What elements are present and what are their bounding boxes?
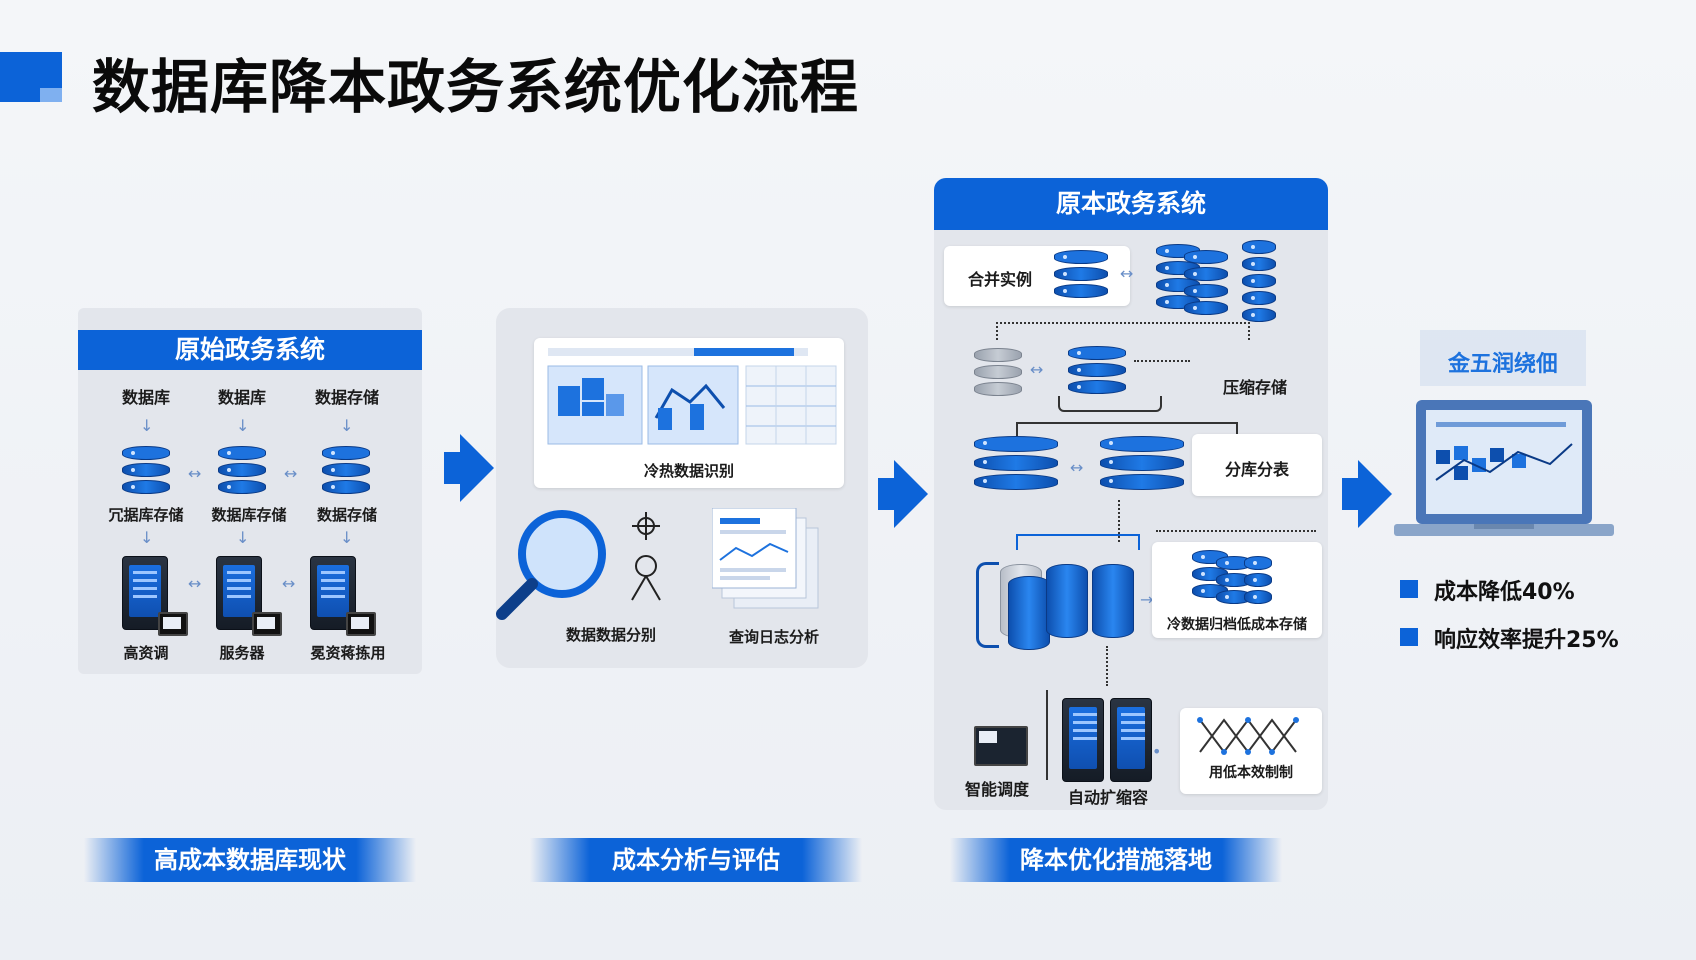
- label-merge-instance: 合并实例: [967, 270, 1032, 289]
- stage-label-current-state: 高成本数据库现状: [84, 838, 416, 882]
- bidirectional-arrow-icon: ↔: [1030, 360, 1044, 379]
- result-heading: 金五润绕佃: [1447, 352, 1558, 377]
- label-data-classification: 数据数据分别: [565, 626, 656, 644]
- connector-line: [1156, 530, 1316, 534]
- label-storage-3: 数据存储: [314, 388, 379, 407]
- bidirectional-arrow-icon: ↔: [1120, 264, 1134, 283]
- result-cost-reduction: 成本降低40%: [1434, 580, 1575, 605]
- down-arrow-icon: ↓: [236, 528, 250, 547]
- result-heading-box: [1420, 330, 1586, 386]
- database-icon: [122, 446, 170, 497]
- stage-label-optimization: 降本优化措施落地: [950, 838, 1282, 882]
- down-arrow-icon: ↓: [236, 416, 250, 435]
- panel-cost-analysis: 冷热数据识别 数据数据分别 查询日志分析: [496, 308, 868, 668]
- server-icon: [1110, 698, 1152, 782]
- bidirectional-arrow-icon: ↔: [188, 574, 202, 593]
- label-query-log-analysis: 查询日志分析: [728, 628, 819, 646]
- database-icon: [1216, 556, 1252, 607]
- panel-original-system: 原始政务系统 数据库 数据库 数据存储 ↓ ↓ ↓ ↔ ↔ 冗据库存储 数据库存…: [78, 308, 422, 674]
- connector-line: [1106, 646, 1110, 686]
- connector-line: [996, 322, 1250, 340]
- database-icon: [974, 436, 1058, 493]
- link-node-icon: •: [1152, 742, 1162, 761]
- dashboard-preview: [547, 348, 837, 445]
- down-arrow-icon: ↓: [340, 416, 354, 435]
- label-redundant-storage: 冗据库存储: [108, 506, 184, 524]
- server-icon: [122, 556, 168, 630]
- label-db-2: 数据库: [217, 388, 266, 407]
- label-server: 服务器: [219, 644, 265, 662]
- sharding-card: [1192, 434, 1322, 496]
- log-document-icon: [712, 508, 819, 609]
- bidirectional-arrow-icon: ↔: [188, 464, 202, 483]
- scheduler-monitor-icon: [974, 726, 1028, 766]
- connector-line: [1134, 350, 1190, 362]
- storage-cylinder-icon: [1008, 576, 1050, 650]
- down-arrow-icon: ↓: [140, 528, 154, 547]
- page-title: 数据库降本政务系统优化流程: [92, 53, 860, 121]
- label-sharding: 分库分表: [1224, 460, 1289, 479]
- right-arrow-icon: →: [1140, 590, 1154, 609]
- database-icon: [1244, 556, 1272, 607]
- connector-line: [1058, 396, 1162, 412]
- monitor-icon: [158, 612, 188, 636]
- result-bullet: [1400, 580, 1418, 598]
- database-icon: [1242, 240, 1276, 325]
- label-db-1: 数据库: [121, 388, 170, 407]
- laptop-dashboard-icon: [1394, 400, 1614, 536]
- magnifier-icon: [496, 510, 606, 620]
- label-smart-scheduling: 智能调度: [964, 780, 1029, 799]
- result-bullet: [1400, 628, 1418, 646]
- connector-line: [1046, 690, 1050, 780]
- panel-original-system-header: 原始政务系统: [78, 330, 422, 370]
- down-arrow-icon: ↓: [140, 416, 154, 435]
- label-data-storage: 数据存储: [316, 506, 377, 524]
- panel-optimization-measures: 原本政务系统 合并实例 ↔ ↔ 压缩存储 ↔ 分库分表 →: [934, 178, 1328, 810]
- connector-line: [976, 562, 999, 648]
- database-icon: [1054, 250, 1108, 301]
- database-gray-icon: [974, 348, 1022, 399]
- storage-cylinder-icon: [1092, 564, 1134, 638]
- server-icon: [1062, 698, 1104, 782]
- bidirectional-arrow-icon: ↔: [282, 574, 296, 593]
- title-accent-notch: [40, 88, 62, 102]
- label-hot-cold-data: 冷热数据识别: [643, 462, 734, 480]
- hot-cold-data-card: 冷热数据识别: [534, 338, 844, 488]
- down-arrow-icon: ↓: [340, 528, 354, 547]
- label-db-storage: 数据库存储: [211, 506, 287, 524]
- connector-line: [1118, 500, 1122, 542]
- storage-cylinder-icon: [1046, 564, 1088, 638]
- network-mesh-icon: [1197, 717, 1299, 755]
- label-auto-scaling: 自动扩缩容: [1067, 788, 1148, 807]
- label-resource-usage: 冕资蒋拣用: [310, 644, 386, 662]
- label-high-resource: 高资调: [123, 644, 169, 662]
- monitor-icon: [252, 612, 282, 636]
- bidirectional-arrow-icon: ↔: [1070, 458, 1084, 477]
- label-compressed-storage: 压缩存储: [1222, 378, 1287, 397]
- database-icon: [1100, 436, 1184, 493]
- connector-line: [1016, 534, 1140, 550]
- label-cold-archive: 冷数据归档低成本存储: [1167, 617, 1307, 633]
- stage-label-cost-analysis: 成本分析与评估: [530, 838, 862, 882]
- monitor-icon: [346, 612, 376, 636]
- connector-line: [1016, 422, 1238, 436]
- database-icon: [218, 446, 266, 497]
- database-icon: [1184, 250, 1228, 318]
- network-node-icon: [631, 512, 661, 601]
- panel-optimization-header: 原本政务系统: [934, 178, 1328, 230]
- result-efficiency-gain: 响应效率提升25%: [1434, 628, 1619, 653]
- bidirectional-arrow-icon: ↔: [284, 464, 298, 483]
- label-cost-mechanism: 用低本效制制: [1209, 765, 1293, 781]
- cost-mechanism-card: [1180, 708, 1322, 794]
- database-icon: [322, 446, 370, 497]
- database-icon: [1068, 346, 1126, 397]
